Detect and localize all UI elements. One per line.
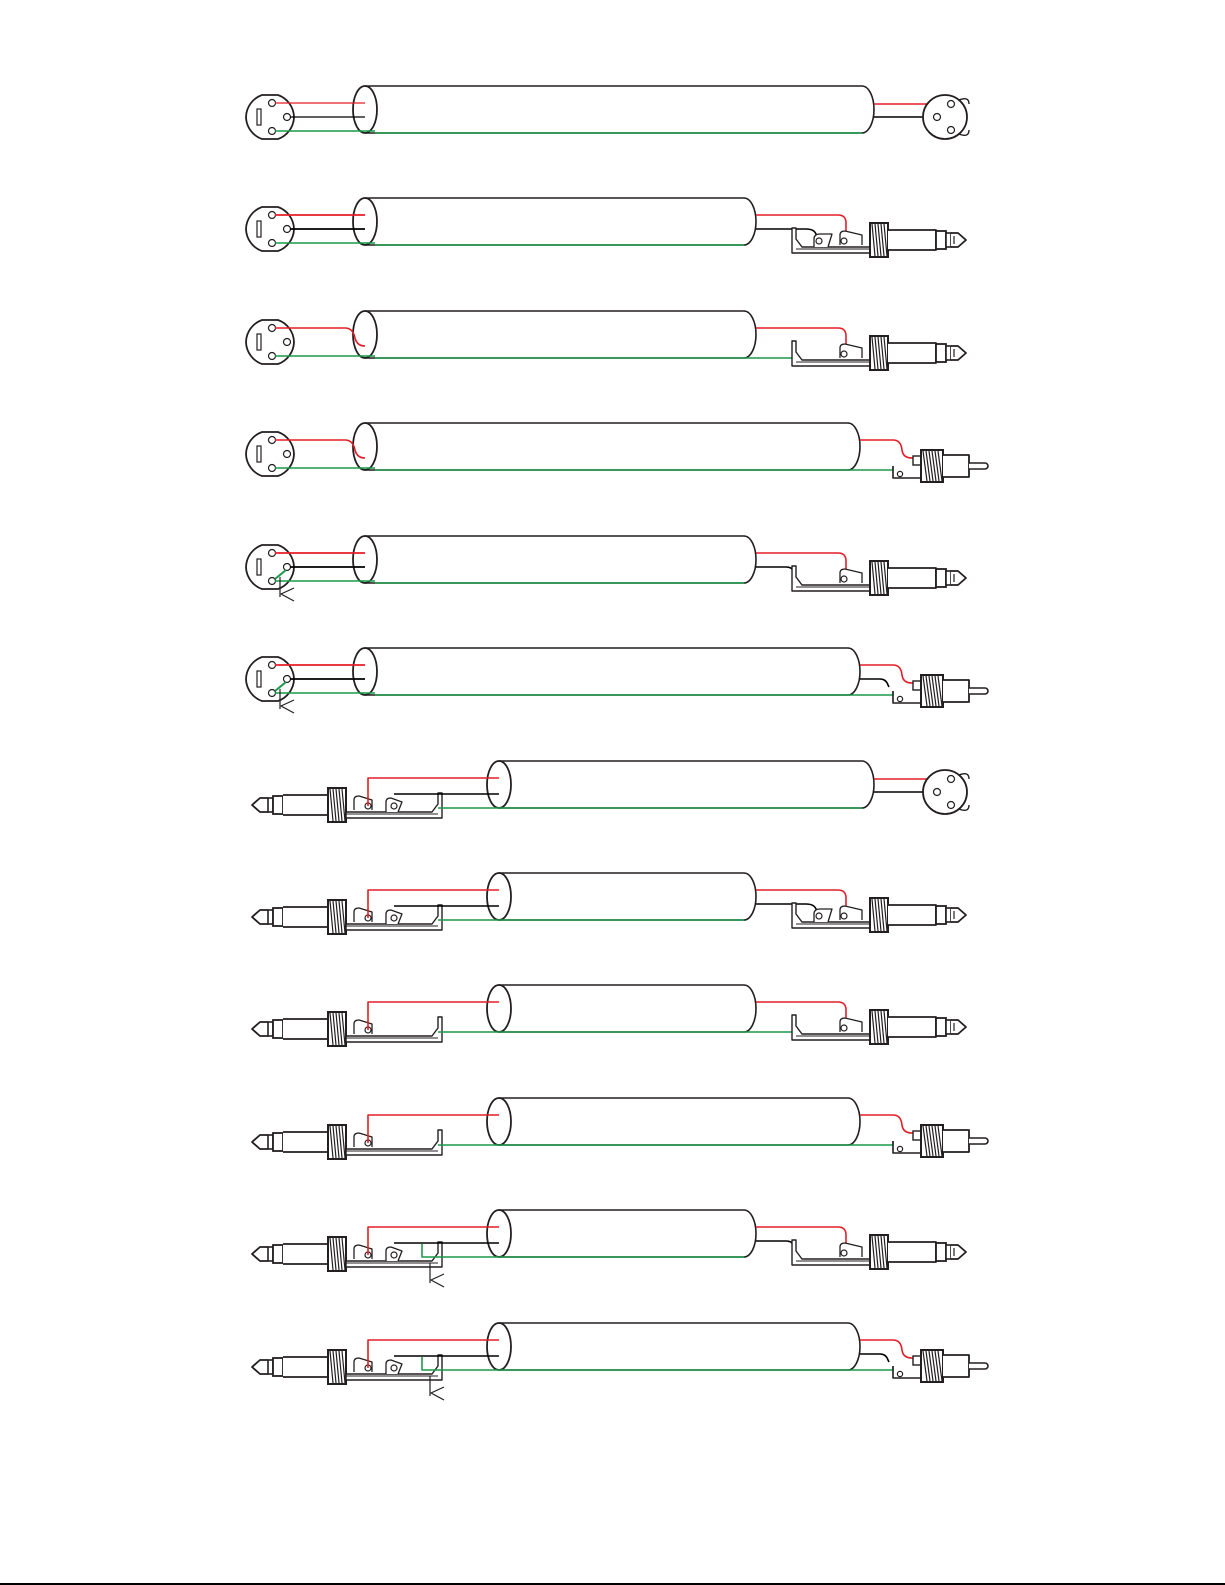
cable-jacket xyxy=(487,1098,860,1145)
xlr-pin-3 xyxy=(284,451,291,458)
trs-plug-connector xyxy=(252,1350,442,1384)
xlr-female-connector xyxy=(246,207,294,251)
xlr-pin-2 xyxy=(269,100,276,107)
rca-plug-connector xyxy=(893,675,988,707)
xlr-female-connector xyxy=(246,657,294,701)
cable-jacket xyxy=(353,198,756,245)
xlr-pin-1 xyxy=(269,690,276,697)
cable-row xyxy=(246,536,966,601)
xlr-pin-2 xyxy=(269,550,276,557)
cable-jacket xyxy=(353,311,756,358)
cable-row xyxy=(246,648,988,713)
ts-plug-connector xyxy=(792,336,966,370)
ts-plug-connector xyxy=(792,1235,966,1269)
xlr-pin-3 xyxy=(284,339,291,346)
rca-plug-connector xyxy=(893,450,988,482)
cable-jacket xyxy=(487,761,874,808)
xlr-pin-3 xyxy=(284,226,291,233)
trs-plug-connector xyxy=(792,898,966,932)
cable-jacket xyxy=(353,536,756,583)
cable-row xyxy=(246,198,966,257)
cable-row xyxy=(246,86,969,139)
xlr-pin-2 xyxy=(269,325,276,332)
rca-plug-connector xyxy=(893,1125,988,1157)
xlr-pin-2 xyxy=(269,437,276,444)
cable-row xyxy=(252,1323,988,1400)
cable-row xyxy=(246,423,988,482)
xlr-pin-2 xyxy=(269,212,276,219)
xlr-pin-1 xyxy=(269,353,276,360)
cable-row xyxy=(252,761,969,822)
cable-row xyxy=(252,1098,988,1159)
xlr-pin-3 xyxy=(284,114,291,121)
xlr-female-connector xyxy=(246,545,294,589)
trs-plug-connector xyxy=(792,223,966,257)
xlr-pin-2 xyxy=(269,662,276,669)
xlr-male-connector xyxy=(923,770,969,814)
cable-row xyxy=(246,311,966,370)
ts-plug-connector xyxy=(792,561,966,595)
xlr-pin-3 xyxy=(284,564,291,571)
xlr-pin-1 xyxy=(269,578,276,585)
ts-plug-connector xyxy=(252,1012,442,1046)
xlr-female-connector xyxy=(246,320,294,364)
cable-jacket xyxy=(353,423,860,470)
xlr-male-connector xyxy=(923,95,969,139)
trs-plug-connector xyxy=(252,1237,442,1271)
trs-plug-connector xyxy=(252,788,442,822)
ts-plug-connector xyxy=(252,1125,442,1159)
cable-jacket xyxy=(353,648,860,695)
ts-plug-connector xyxy=(792,1010,966,1044)
xlr-female-connector xyxy=(246,432,294,476)
xlr-pin-1 xyxy=(269,465,276,472)
xlr-pin-1 xyxy=(269,240,276,247)
cable-jacket xyxy=(487,985,756,1032)
trs-plug-connector xyxy=(252,900,442,934)
cable-row xyxy=(252,985,966,1046)
cable-row xyxy=(252,873,966,934)
xlr-pin-3 xyxy=(284,676,291,683)
cable-jacket xyxy=(487,873,756,920)
cable-jacket xyxy=(353,86,874,133)
xlr-pin-1 xyxy=(269,128,276,135)
xlr-female-connector xyxy=(246,95,294,139)
cable-row xyxy=(252,1210,966,1287)
cable-jacket xyxy=(487,1210,756,1257)
cable-jacket xyxy=(487,1323,860,1370)
rca-plug-connector xyxy=(893,1350,988,1382)
